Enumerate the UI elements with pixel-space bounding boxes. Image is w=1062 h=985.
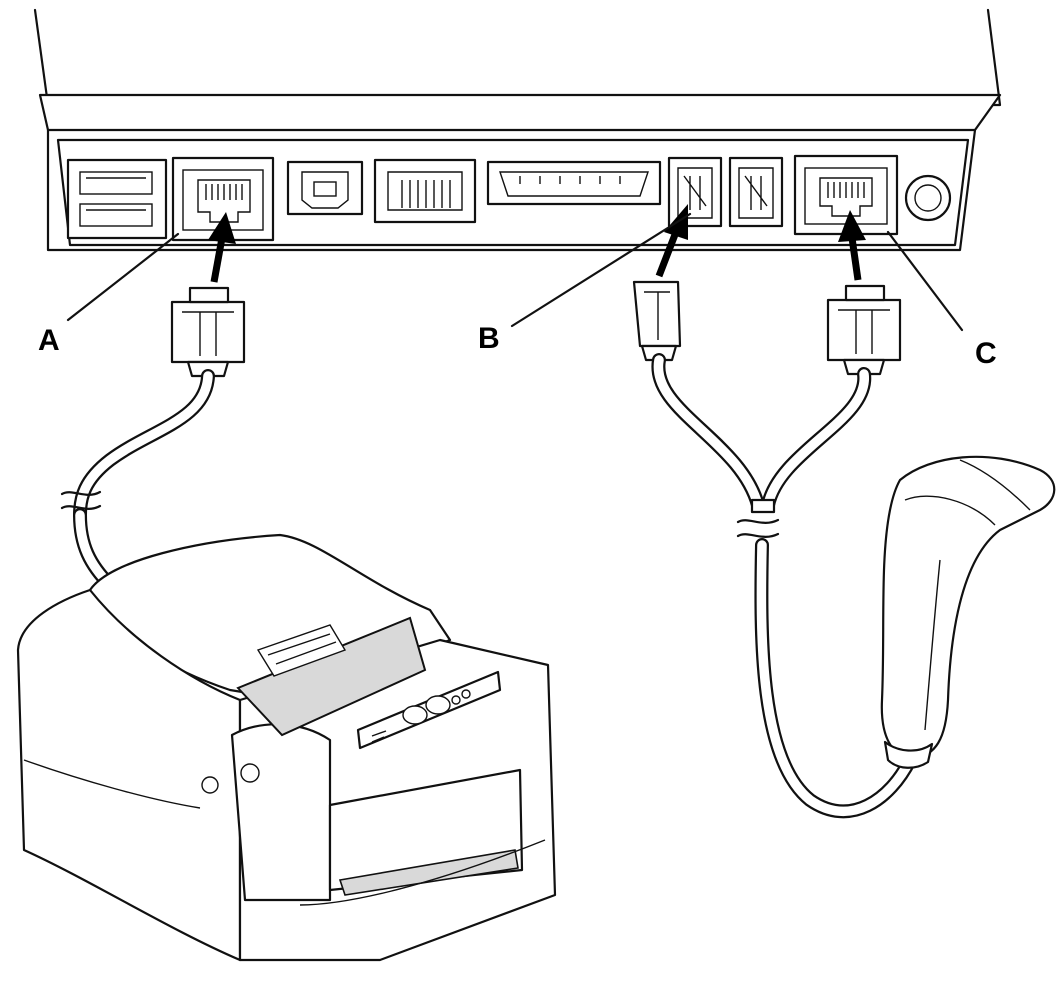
leader-line-b (510, 212, 692, 328)
label-b: B (478, 322, 500, 355)
barcode-scanner (880, 455, 1056, 769)
connection-arrow-icon (208, 212, 236, 283)
printer-cable (60, 286, 246, 592)
label-a: A (38, 324, 60, 357)
scanner-y-cable (632, 280, 917, 819)
parallel-port (486, 160, 662, 206)
host-top-surface (33, 8, 1002, 107)
receipt-printer (16, 533, 557, 962)
leader-line-a (66, 232, 180, 322)
leader-line-c (886, 230, 964, 332)
power-jack (904, 174, 952, 222)
usb-port-secondary (728, 156, 784, 228)
connection-arrow-icon (838, 210, 866, 281)
label-c: C (975, 337, 997, 370)
rj-port-c (793, 154, 899, 236)
network-port (373, 158, 477, 224)
usb-double-port (66, 158, 168, 240)
host-unit (33, 8, 1002, 252)
usb-b-port (286, 160, 364, 216)
usb-port-b (667, 156, 723, 228)
